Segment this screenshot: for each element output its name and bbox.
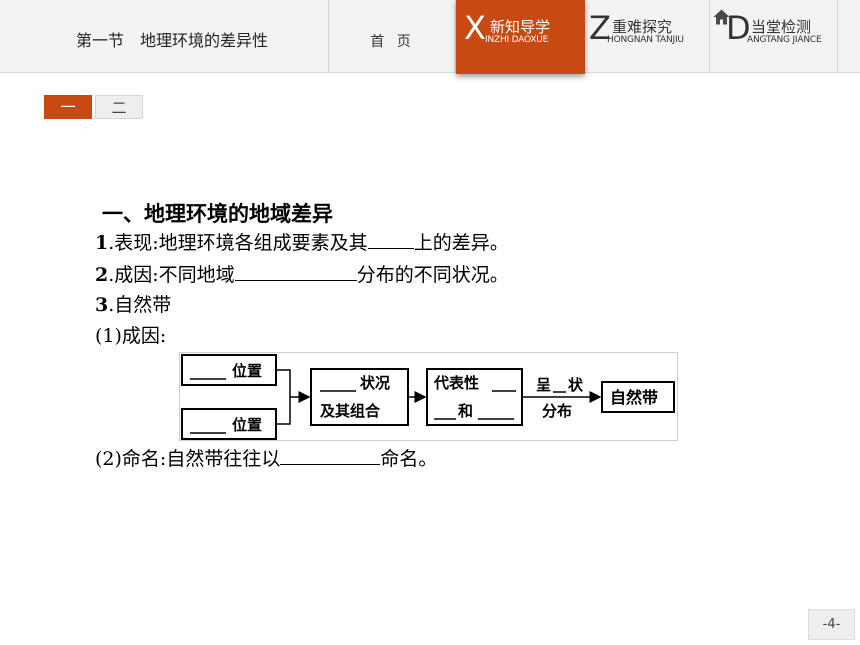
answer-blank (367, 229, 414, 249)
naming-text: (2)命名:自然带往往以 (95, 448, 281, 470)
natural-zone-box (601, 381, 675, 413)
position-box-bottom (181, 408, 277, 440)
conditions-label: 状况 (360, 374, 390, 392)
item-text: .表现:地理环境各组成要素及其 (108, 232, 368, 254)
tab-dangtang-jiance[interactable]: D 当堂检测 ANGTANG JIANCE (710, 0, 838, 73)
answer-blank (280, 445, 381, 465)
and-label: 和 (458, 402, 473, 420)
page-number: -4- (808, 609, 855, 640)
item-number: 3 (95, 294, 109, 316)
arrow-label-cheng: 呈 (536, 376, 551, 394)
natural-zone-flow-diagram: 位置 位置 状况 及其组合 代表性 和 呈 状 分布 自然带 (179, 352, 678, 441)
item-3: 3.自然带 (95, 292, 171, 318)
item-text: 分布的不同状况。 (356, 264, 509, 286)
tab-letter: Z (589, 9, 611, 47)
answer-blank (234, 261, 357, 281)
tab-letter: D (726, 9, 751, 47)
natural-zone-label: 自然带 (610, 388, 658, 407)
item-2: 2.成因:不同地域 分布的不同状况。 (95, 261, 509, 288)
combination-label: 及其组合 (320, 402, 381, 420)
naming-line: (2)命名:自然带往往以 命名。 (95, 445, 437, 472)
section-tab-2[interactable]: 二 (95, 95, 143, 119)
item-text: 上的差异。 (413, 232, 509, 254)
representative-box (426, 368, 523, 426)
arrow-label-distribution: 分布 (542, 402, 572, 420)
lesson-title-cell: 第一节 地理环境的差异性 (0, 0, 329, 73)
tab-label: 重难探究 (612, 18, 673, 36)
tab-label: 新知导学 (490, 18, 551, 36)
tab-subtitle: HONGNAN TANJIU (607, 35, 684, 45)
position-label-bottom: 位置 (232, 416, 262, 434)
top-nav-bar: 第一节 地理环境的差异性 首 页 X 新知导学 INZHI DAOXUE Z 重… (0, 0, 860, 74)
item-1: 1.表现:地理环境各组成要素及其 上的差异。 (95, 229, 509, 256)
tab-zhongnan-tanjiu[interactable]: Z 重难探究 HONGNAN TANJIU (585, 0, 710, 73)
item-text: .成因:不同地域 (108, 264, 235, 286)
diagram-graphic: 位置 位置 状况 及其组合 代表性 和 呈 状 分布 自然带 (181, 354, 675, 440)
representative-label: 代表性 (433, 374, 479, 392)
naming-text: 命名。 (380, 448, 438, 470)
cause-label: (1)成因: (95, 325, 167, 347)
nav-edge (838, 0, 860, 73)
arrow-label-zhuang: 状 (568, 376, 584, 394)
tab-letter: X (464, 9, 486, 47)
section-heading: 一、地理环境的地域差异 (102, 202, 333, 226)
home-label: 首 页 (370, 34, 415, 50)
item-number: 1 (95, 232, 109, 254)
tab-subtitle: ANGTANG JIANCE (747, 35, 822, 45)
section-tab-1[interactable]: 一 (44, 95, 92, 119)
tab-label: 当堂检测 (751, 18, 812, 36)
item-number: 2 (95, 264, 109, 286)
tab-subtitle: INZHI DAOXUE (485, 35, 549, 45)
position-label-top: 位置 (232, 362, 262, 380)
home-icon (713, 9, 730, 25)
home-button[interactable]: 首 页 (329, 0, 730, 73)
tab-xinzhi-daoxue[interactable]: X 新知导学 INZHI DAOXUE (456, 0, 585, 74)
item-text: .自然带 (108, 294, 172, 316)
lesson-title: 第一节 地理环境的差异性 (76, 31, 269, 50)
